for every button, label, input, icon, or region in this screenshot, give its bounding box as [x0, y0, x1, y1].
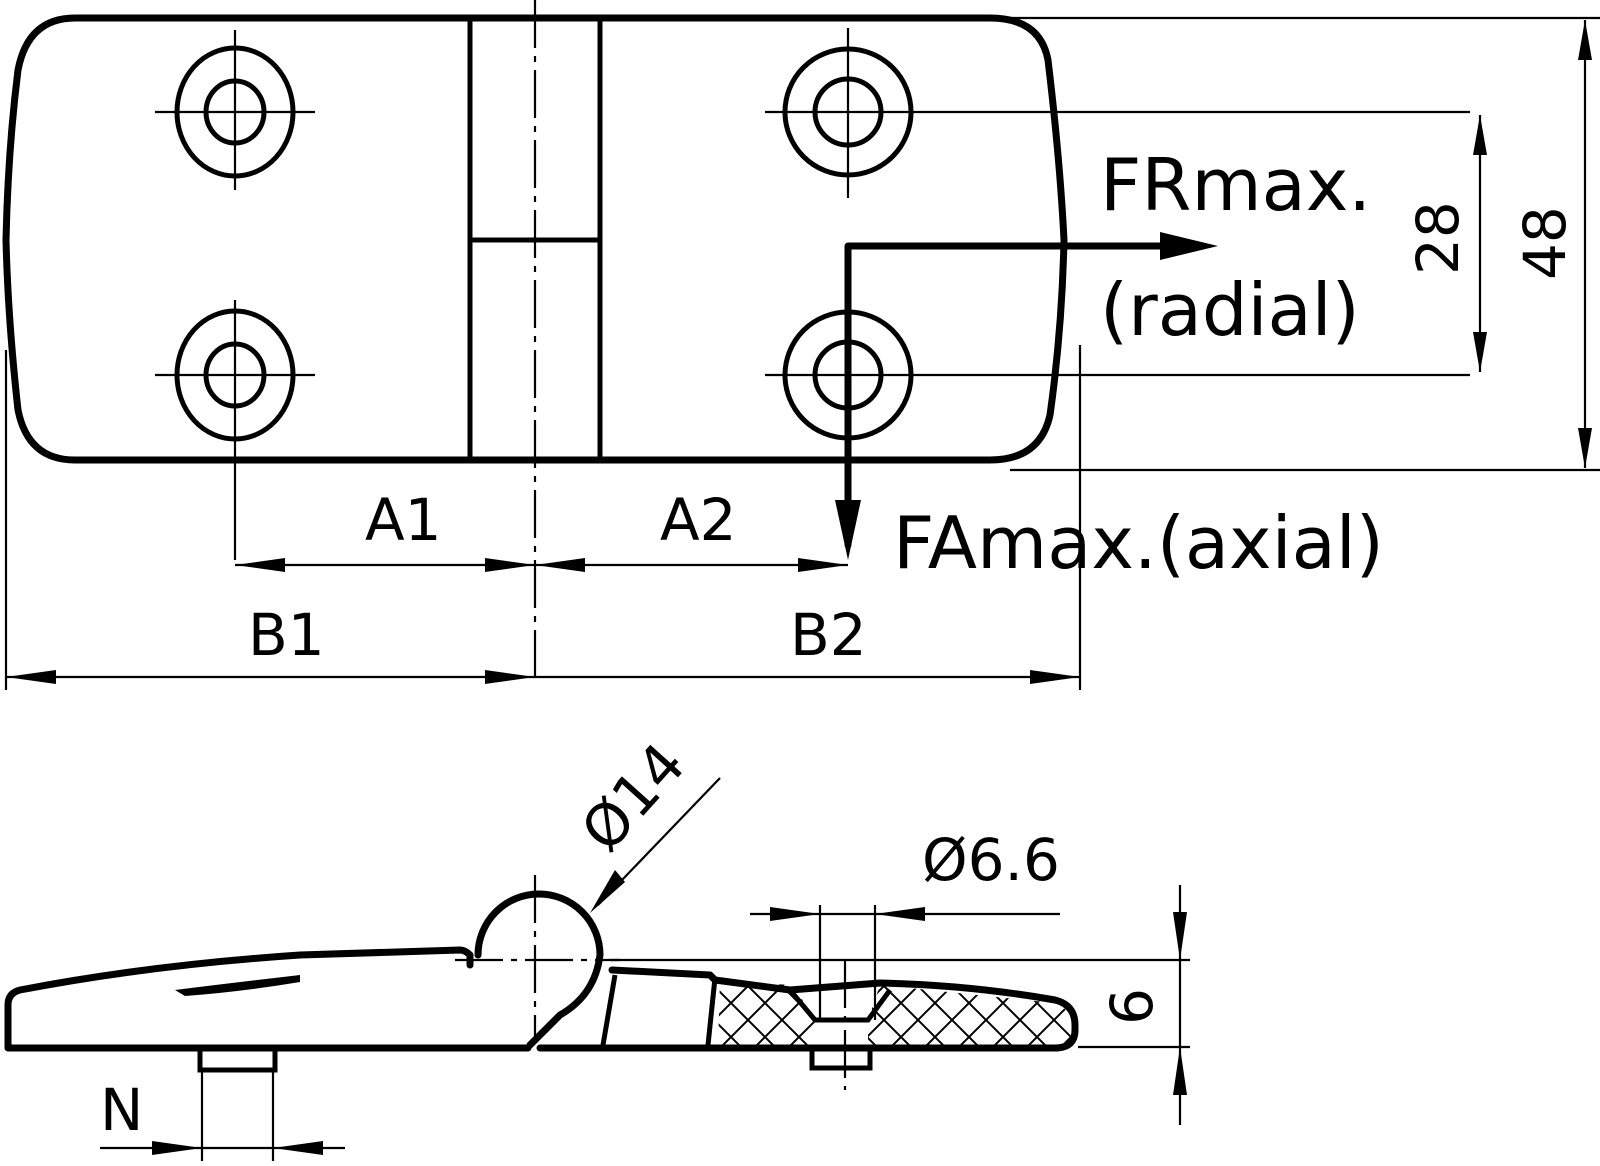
- fr-force-arrow: [844, 232, 1218, 549]
- dim-b1-b2: B1 B2: [6, 601, 1080, 684]
- top-view: FRmax. (radial) FAmax.(axial) 28 48: [2, 0, 1600, 690]
- dim-dia6-6-label: Ø6.6: [922, 826, 1060, 894]
- dim-a2-label: A2: [660, 486, 737, 554]
- dim-48-label: 48: [1511, 206, 1579, 280]
- dim-28: 28: [1404, 115, 1487, 372]
- left-leaf: [4, 946, 532, 1052]
- hole-bottom-left: [155, 300, 315, 560]
- left-bolt: [197, 1048, 278, 1073]
- knuckle: [474, 890, 604, 1049]
- dim-9: 9: [1096, 885, 1187, 1125]
- hole-top-right: [765, 28, 1470, 198]
- dim-28-label: 28: [1404, 201, 1472, 275]
- dim-a1-label: A1: [365, 486, 442, 554]
- countersunk-hole: [788, 988, 893, 1023]
- hinge-outline: [2, 14, 1068, 464]
- dim-n-label: N: [100, 1076, 143, 1144]
- dim-n: N: [100, 1076, 345, 1155]
- fa-force-label: FAmax.(axial): [893, 501, 1384, 585]
- hatch-left: [718, 980, 815, 1045]
- dim-dia6-6: Ø6.6: [750, 826, 1060, 921]
- fr-note-label: (radial): [1100, 268, 1360, 352]
- hatch-right: [868, 985, 1073, 1045]
- dim-dia14-label: Ø14: [568, 730, 698, 864]
- fa-force-arrowhead: [835, 500, 861, 560]
- dim-dia14: Ø14: [568, 730, 721, 913]
- dim-a1-a2: A1 A2: [235, 486, 848, 572]
- dim-9-label: 9: [1096, 988, 1164, 1025]
- dim-b2-label: B2: [790, 601, 867, 669]
- hole-top-left: [155, 30, 315, 190]
- side-view: Ø14 Ø6.6 9 N: [4, 730, 1190, 1161]
- fr-force-label: FRmax.: [1100, 143, 1371, 227]
- left-leaf-shadow: [175, 975, 300, 996]
- dim-b1-label: B1: [248, 601, 325, 669]
- right-bolt: [809, 1045, 873, 1071]
- dim-48: 48: [1511, 20, 1592, 468]
